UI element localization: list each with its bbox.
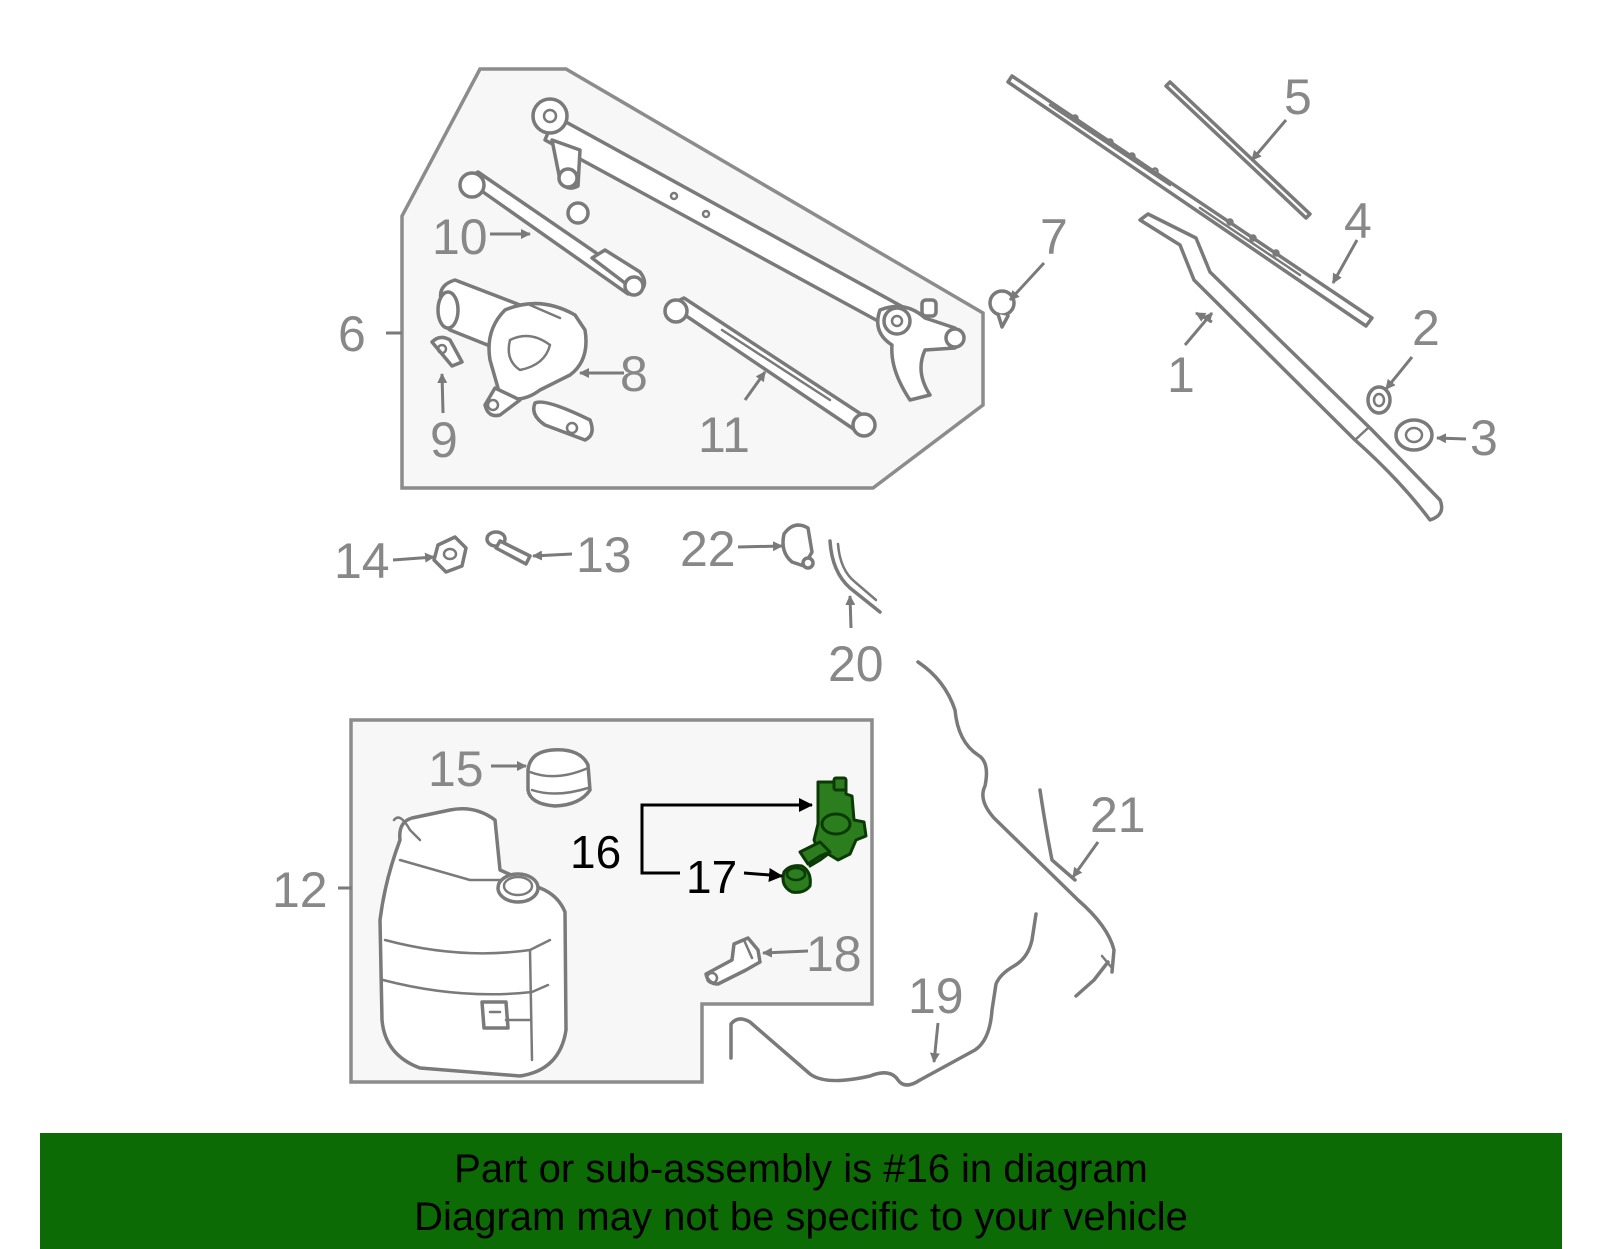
callout-10[interactable]: 10: [432, 209, 488, 265]
callout-labels: 1 2 3 4 5 6 7 8 9 10 11 12 13 14 15 16 1…: [272, 69, 1498, 1024]
callout-9[interactable]: 9: [430, 412, 458, 468]
blade-insert-5[interactable]: [1164, 80, 1312, 220]
wiper-arm-1[interactable]: [1138, 212, 1444, 522]
wiper-blade-4[interactable]: [1006, 74, 1374, 328]
callout-15[interactable]: 15: [428, 741, 484, 797]
banner-line-2: Diagram may not be specific to your vehi…: [414, 1195, 1188, 1239]
info-banner: Part or sub-assembly is #16 in diagram D…: [40, 1133, 1562, 1249]
callout-5[interactable]: 5: [1284, 69, 1312, 125]
reservoir-cap-15[interactable]: [526, 748, 592, 808]
bolt-13[interactable]: [485, 530, 532, 566]
callout-7[interactable]: 7: [1040, 209, 1068, 265]
washer-reservoir[interactable]: [378, 807, 568, 1078]
callout-22[interactable]: 22: [680, 521, 736, 577]
wiper-link-rod-10[interactable]: [458, 170, 647, 297]
callout-1[interactable]: 1: [1167, 347, 1195, 403]
washer-nozzle-22[interactable]: [781, 523, 815, 570]
callout-14[interactable]: 14: [334, 533, 390, 589]
callout-11[interactable]: 11: [698, 407, 750, 463]
washer-3[interactable]: [1394, 418, 1434, 452]
callout-17[interactable]: 17: [686, 851, 737, 903]
wiper-linkage[interactable]: [531, 97, 966, 402]
callout-18[interactable]: 18: [806, 926, 862, 982]
callout-13[interactable]: 13: [576, 527, 632, 583]
wiper-motor-8[interactable]: [436, 278, 594, 442]
callout-19[interactable]: 19: [908, 968, 964, 1024]
hose-20[interactable]: [828, 539, 882, 614]
callout-6[interactable]: 6: [338, 306, 366, 362]
banner-line-1: Part or sub-assembly is #16 in diagram: [454, 1147, 1148, 1191]
callout-16[interactable]: 16: [570, 826, 621, 878]
callout-12[interactable]: 12: [272, 862, 328, 918]
hose-21[interactable]: [916, 660, 1116, 998]
callout-21[interactable]: 21: [1090, 787, 1146, 843]
callout-8[interactable]: 8: [620, 346, 648, 402]
wiper-link-rod-11[interactable]: [663, 296, 877, 438]
grommet-17[interactable]: [781, 864, 812, 894]
leader-lines: [338, 119, 1467, 1063]
callout-3[interactable]: 3: [1470, 410, 1498, 466]
washer-pump-16[interactable]: [798, 776, 868, 868]
assembly-box-6: [400, 67, 985, 490]
nut-9[interactable]: [430, 335, 464, 368]
nut-2[interactable]: [1366, 385, 1392, 415]
callout-20[interactable]: 20: [828, 636, 884, 692]
nut-14[interactable]: [432, 535, 468, 574]
level-sensor-18[interactable]: [704, 936, 762, 986]
arm-cap-7[interactable]: [988, 289, 1016, 329]
callout-2[interactable]: 2: [1412, 300, 1440, 356]
hose-19[interactable]: [729, 912, 1038, 1087]
callout-4[interactable]: 4: [1344, 193, 1372, 249]
